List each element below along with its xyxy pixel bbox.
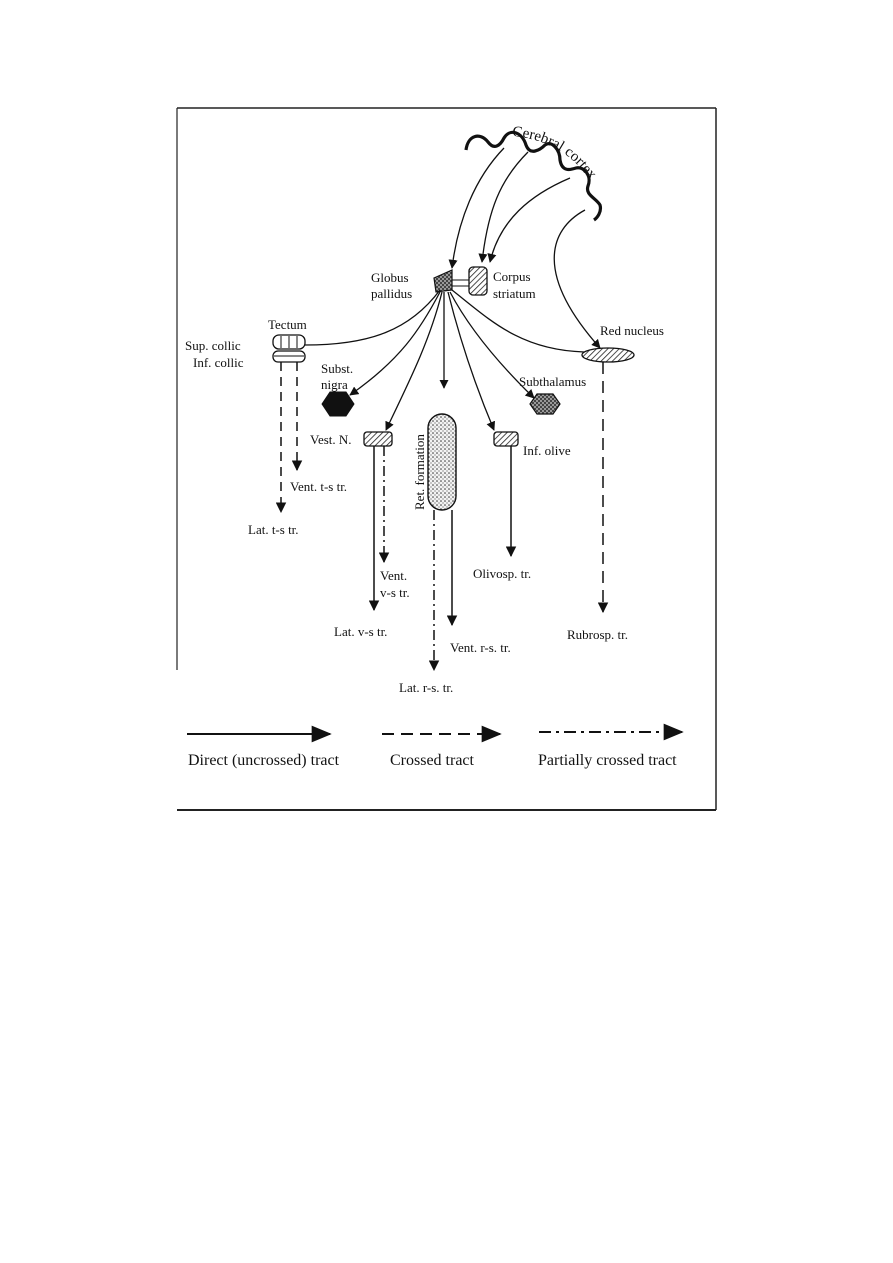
cerebral-cortex-outline: [464, 130, 603, 222]
legend-crossed-label: Crossed tract: [390, 752, 475, 769]
corpus-striatum-shape: [468, 266, 488, 296]
rubrosp-tr-label: Rubrosp. tr.: [567, 627, 628, 642]
cortex-to-pallidus: [448, 147, 505, 269]
subst-nigra-label-line2: nigra: [321, 377, 348, 392]
lat-vs-tr-label: Lat. v-s tr.: [334, 624, 387, 639]
subthalamus-shape: [529, 393, 561, 415]
subthalamus-label: Subthalamus: [519, 374, 586, 389]
lat-ts-tr-label: Lat. t-s tr.: [248, 522, 299, 537]
inf-olive-shape: [493, 431, 519, 447]
legend: Direct (uncrossed) tract Crossed tract P…: [187, 723, 684, 769]
pallidal-efferents: [304, 289, 585, 431]
ret-formation-shape: [427, 413, 457, 511]
red-nucleus-shape: [581, 347, 635, 363]
cortex-to-red-nucleus: [553, 209, 601, 349]
globus-pallidus-shape: [433, 269, 453, 293]
legend-direct-label: Direct (uncrossed) tract: [188, 752, 340, 769]
inf-olive-label: Inf. olive: [523, 443, 571, 458]
vent-vs-tr-label-line1: Vent.: [380, 568, 407, 583]
lat-rs-tr-label: Lat. r-s. tr.: [399, 680, 453, 695]
figure-frame: [176, 107, 717, 811]
vent-rs-tr-label: Vent. r-s. tr.: [450, 640, 511, 655]
vest-n-shape: [363, 431, 393, 447]
globus-pallidus-label-line2: pallidus: [371, 286, 412, 301]
vent-ts-tr-label: Vent. t-s tr.: [290, 479, 347, 494]
corpus-striatum-label-line1: Corpus: [493, 269, 531, 284]
olivosp-tr-label: Olivosp. tr.: [473, 566, 531, 581]
inf-collic-label: Inf. collic: [193, 355, 244, 370]
cortex-to-striatum-2: [487, 177, 571, 263]
tectum-label: Tectum: [268, 317, 307, 332]
subst-nigra-shape: [321, 391, 355, 417]
vent-vs-tr-label-line2: v-s tr.: [380, 585, 410, 600]
sup-collic-label: Sup. collic: [185, 338, 241, 353]
tectum-shape: [272, 334, 306, 363]
vest-n-label: Vest. N.: [310, 432, 352, 447]
corpus-striatum-label-line2: striatum: [493, 286, 536, 301]
ret-formation-label: Ret. formation: [412, 434, 427, 510]
cerebral-cortex-label: Cerebral cortex: [512, 124, 600, 183]
descending-tracts: [275, 362, 609, 672]
legend-partial-label: Partially crossed tract: [538, 752, 677, 769]
cortex-to-striatum-1: [478, 151, 529, 263]
globus-pallidus-label-line1: Globus: [371, 270, 409, 285]
subst-nigra-label-line1: Subst.: [321, 361, 353, 376]
red-nucleus-label: Red nucleus: [600, 323, 664, 338]
